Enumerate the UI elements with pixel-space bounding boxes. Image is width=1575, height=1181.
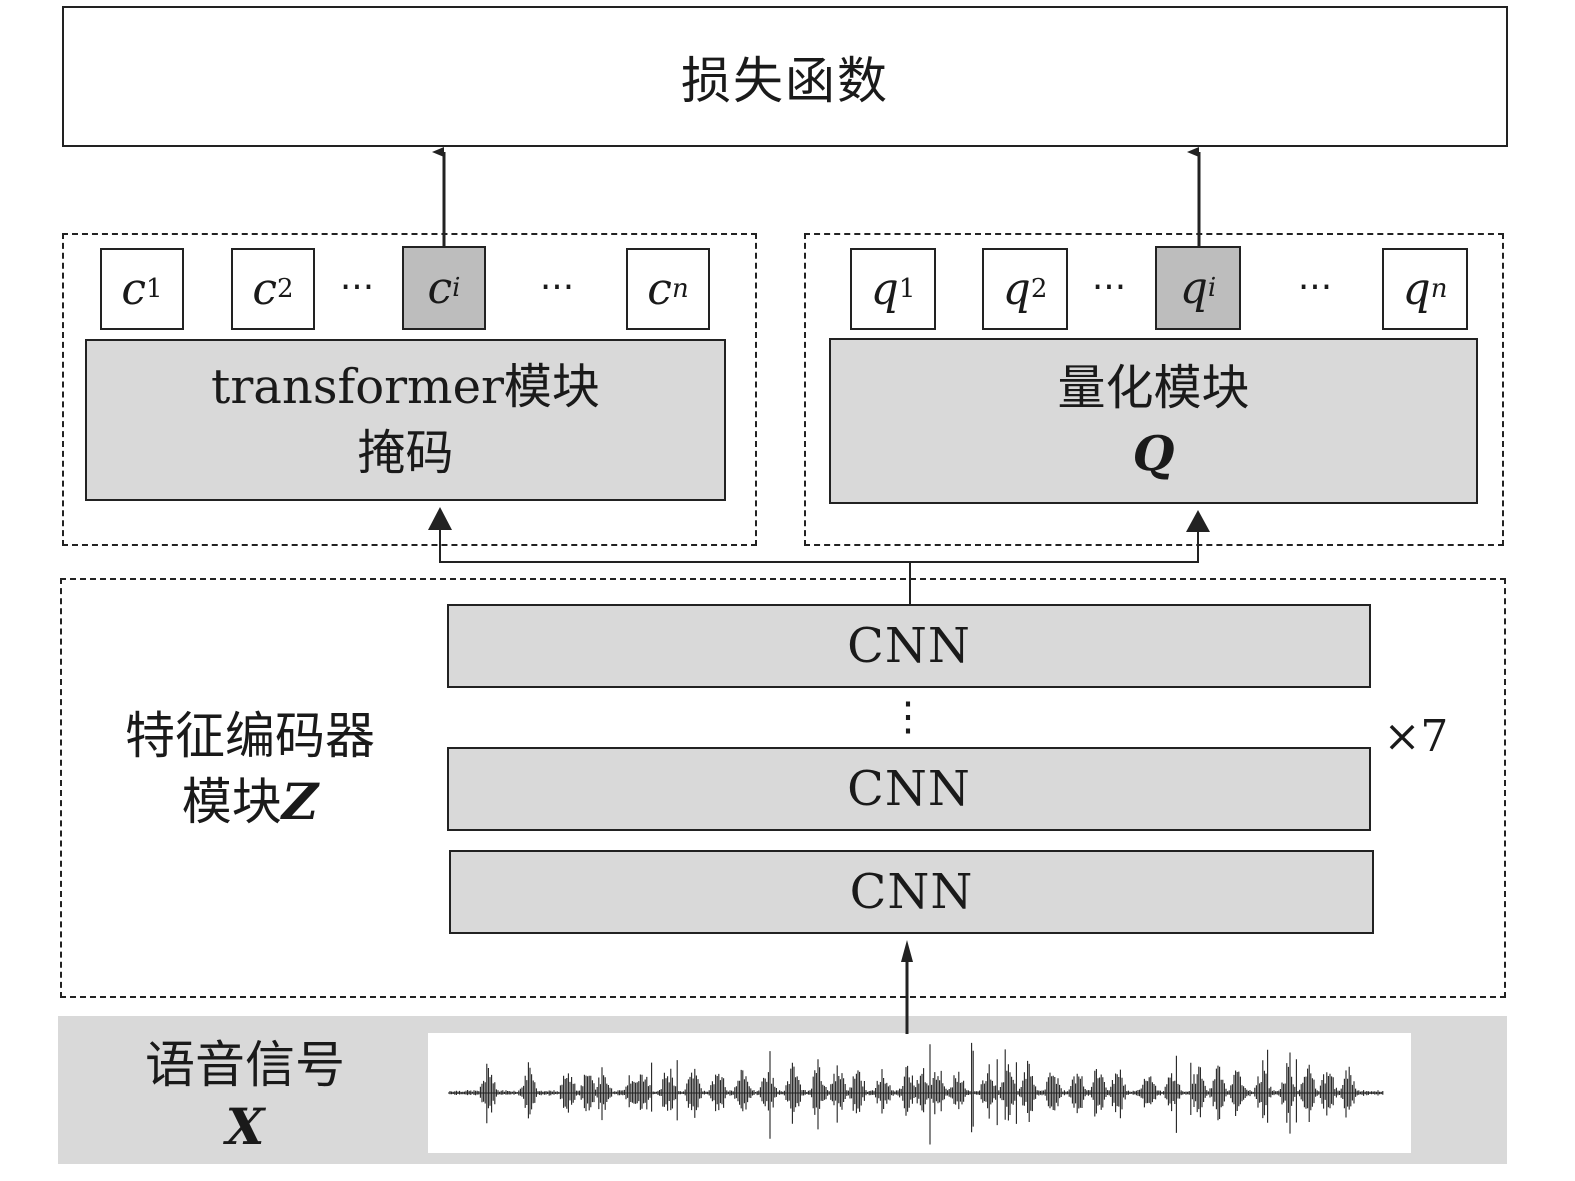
context-token-base: c	[647, 263, 672, 315]
feature-encoder-group	[60, 578, 1506, 998]
quantized-ellipsis: ···	[1074, 262, 1144, 312]
speech-signal-label: 语音信号 X	[100, 1034, 390, 1164]
feature-encoder-label: 特征编码器 模块Z	[100, 703, 400, 843]
vdots-text: ⋮	[888, 694, 928, 740]
loss-function-box: 损失函数	[62, 6, 1508, 147]
quantized-token-sub: 1	[898, 274, 916, 304]
cnn-label: CNN	[847, 761, 971, 817]
speech-waveform	[448, 1042, 1384, 1145]
speech-signal-label-line1: 语音信号	[145, 1036, 345, 1094]
transformer-module-label: transformer模块	[211, 359, 600, 415]
context-token-sub: 1	[146, 274, 163, 304]
waveform-panel	[428, 1033, 1411, 1153]
arrowhead-transformer	[428, 507, 452, 530]
quantized-token-base: q	[1002, 263, 1031, 315]
arrowhead-input	[901, 940, 913, 962]
context-token-base: c	[427, 262, 453, 314]
quantized-token-base: q	[1179, 262, 1208, 314]
branch-to-transformer	[439, 528, 911, 604]
repeat-text: ×7	[1383, 710, 1449, 762]
feature-encoder-label-line1: 特征编码器	[125, 707, 375, 765]
arrowhead-quantizer	[1186, 510, 1210, 532]
ellipsis-text: ···	[1297, 266, 1333, 308]
ellipsis-text: ···	[1091, 266, 1127, 308]
quantized-ellipsis: ···	[1280, 262, 1350, 312]
vertical-ellipsis: ⋮	[878, 692, 938, 742]
context-token-sub: i	[452, 273, 461, 303]
repeat-label: ×7	[1376, 708, 1456, 764]
ellipsis-text: ···	[539, 266, 575, 308]
quantized-token-base: q	[870, 263, 899, 315]
quantization-symbol: Q	[1132, 426, 1175, 482]
loss-function-label: 损失函数	[681, 51, 889, 110]
transformer-module: transformer模块 掩码	[85, 339, 726, 501]
context-token-sub: 2	[277, 274, 294, 304]
quantized-token-base: q	[1402, 263, 1431, 315]
context-group	[62, 233, 757, 546]
context-token-base: c	[121, 263, 147, 315]
module-text: 模块	[181, 773, 282, 831]
speech-signal-symbol: X	[225, 1097, 265, 1156]
context-token-sub: n	[671, 274, 689, 304]
context-ellipsis: ···	[322, 262, 392, 312]
quantization-module: 量化模块 Q	[829, 338, 1478, 504]
cnn-block-bottom: CNN	[449, 850, 1374, 934]
waveform-trace	[449, 1042, 1384, 1145]
mask-label: 掩码	[357, 425, 454, 481]
ellipsis-text: ···	[339, 266, 375, 308]
quantized-token-sub: n	[1430, 274, 1448, 304]
cnn-block-middle: CNN	[447, 747, 1371, 831]
cnn-label: CNN	[847, 618, 971, 674]
context-token-base: c	[252, 263, 278, 315]
quantization-module-label: 量化模块	[1057, 360, 1250, 416]
cnn-label: CNN	[849, 864, 974, 920]
encoder-symbol: Z	[281, 772, 319, 831]
cnn-block-top: CNN	[447, 604, 1371, 688]
quantized-token-sub: i	[1207, 273, 1217, 303]
branch-to-quantizer	[910, 531, 1199, 563]
quantized-token-sub: 2	[1030, 274, 1048, 304]
context-ellipsis: ···	[522, 262, 592, 312]
feature-encoder-label-line2: 模块Z	[100, 769, 400, 835]
quantized-group	[804, 233, 1504, 546]
